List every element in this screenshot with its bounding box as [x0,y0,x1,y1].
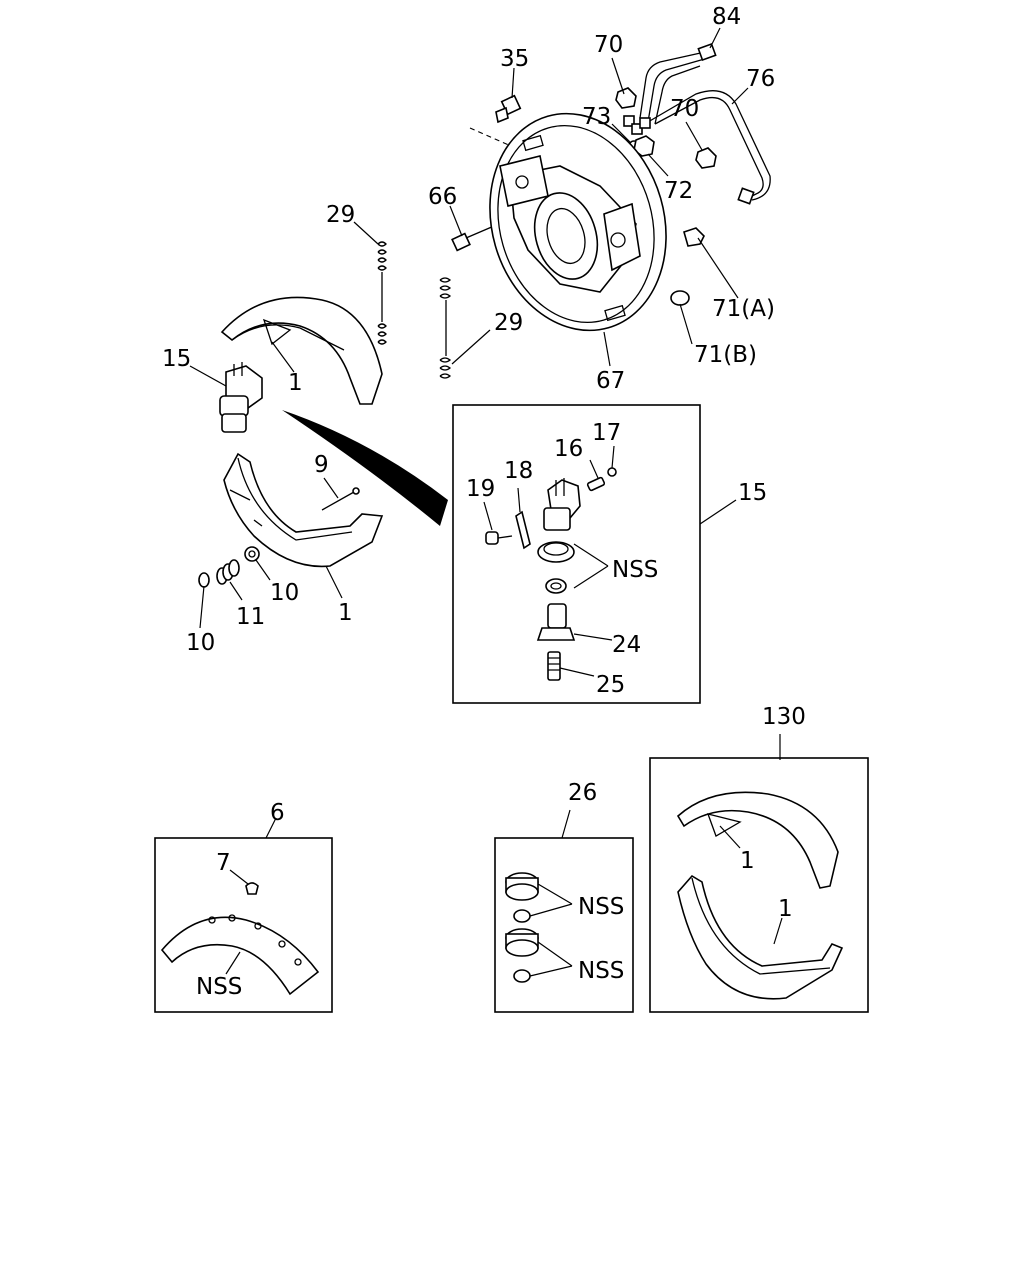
brake-shoe-lower [223,452,384,568]
callout-71b: 71(B) [694,342,757,368]
grommet-71b [670,290,690,306]
detail-pointer [282,410,448,526]
callout-67: 67 [596,368,625,394]
callout-26: 26 [568,780,597,806]
callout-6: 6 [270,800,285,826]
nss-seal-upper: NSS [578,894,624,920]
callout-24: 24 [612,632,641,658]
pipe-ends-cluster [623,115,651,135]
kit-box-130 [649,757,869,1013]
callout-1-lower: 1 [338,600,353,626]
spring-29-upper [377,241,387,345]
kit-box-26 [494,837,634,1013]
callout-29-upper: 29 [326,202,355,228]
callout-1-set-upper: 1 [740,848,755,874]
fitting-70-right [695,147,717,169]
nss-seal-lower: NSS [578,958,624,984]
bolt-66 [451,225,495,252]
callout-130: 130 [762,704,806,730]
detail-box-15 [452,404,701,704]
callout-66: 66 [428,184,457,210]
callout-10-left: 10 [186,630,215,656]
backing-plate-67 [489,112,667,332]
pin-9 [321,487,360,511]
leader-lines [189,27,783,977]
fitting-70-upper [615,87,637,109]
brake-shoe-upper [220,296,383,405]
callout-15-left: 15 [162,346,191,372]
callout-18: 18 [504,458,533,484]
washer-10-left [198,572,210,588]
nss-lining: NSS [196,974,242,1000]
callout-70-upper: 70 [594,32,623,58]
spring-11 [216,559,240,585]
callout-9: 9 [314,452,329,478]
nss-detail: NSS [612,557,658,583]
callout-15-box: 15 [738,480,767,506]
callout-71a: 71(A) [712,296,775,322]
callout-17: 17 [592,420,621,446]
callout-7: 7 [216,850,231,876]
callout-84: 84 [712,4,741,30]
callout-11: 11 [236,604,265,630]
callout-76: 76 [746,66,775,92]
callout-29-lower: 29 [494,310,523,336]
callout-labels: 84 70 76 35 73 70 72 66 29 29 71(A) 71(B… [162,4,806,1000]
bolt-35 [469,94,522,151]
callout-16: 16 [554,436,583,462]
washer-10-right [244,546,260,562]
callout-1-upper: 1 [288,370,303,396]
callout-35: 35 [500,46,529,72]
callout-73: 73 [582,104,611,130]
brake-pipe-76 [639,42,771,205]
callout-19: 19 [466,476,495,502]
kit-box-6 [154,837,333,1013]
adjuster-assembly-15 [219,362,263,433]
callout-25: 25 [596,672,625,698]
callout-10-right: 10 [270,580,299,606]
clip-71a [683,227,705,247]
callout-72: 72 [664,178,693,204]
callout-70-right: 70 [670,96,699,122]
callout-1-set-lower: 1 [778,896,793,922]
spring-29-lower [439,277,452,379]
